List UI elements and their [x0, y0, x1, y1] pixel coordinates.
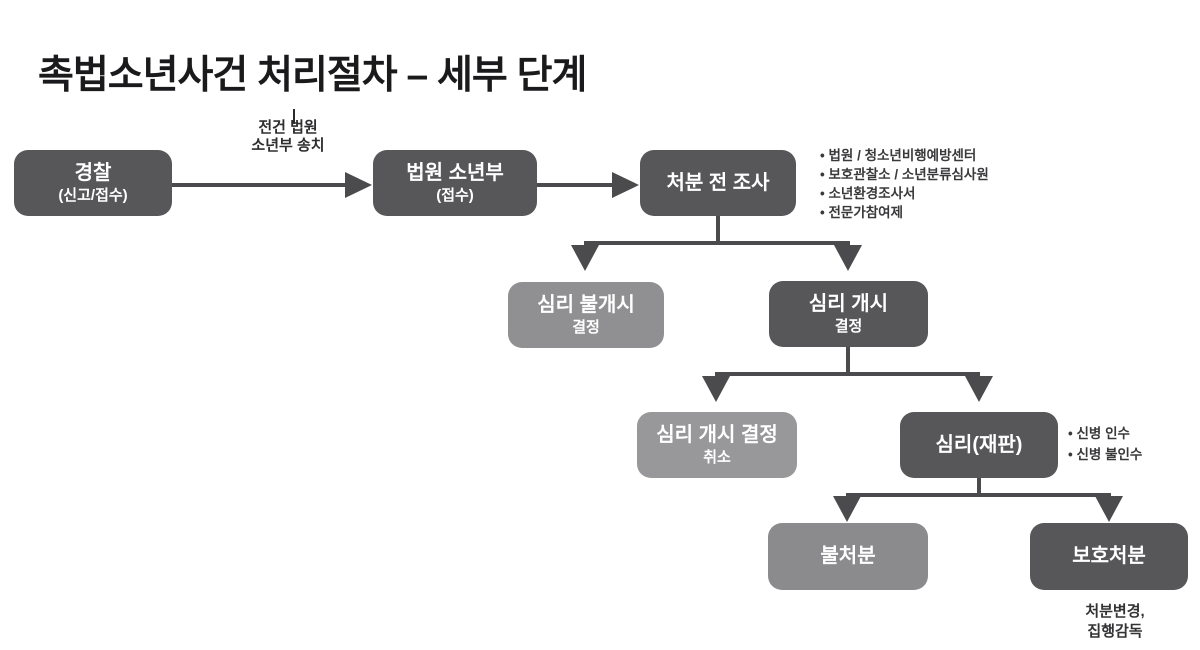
- node-police-title: 경찰: [74, 162, 112, 184]
- trial-note-item: 신병 인수: [1068, 423, 1142, 444]
- protective-note-line1: 처분변경,: [1085, 603, 1145, 620]
- arrow-court-to-investigation-head-icon: [612, 172, 639, 198]
- node-court-title: 법원 소년부: [406, 162, 504, 184]
- node-hearing-open-title: 심리 개시: [808, 293, 889, 315]
- node-hearing-decision-cancel: 심리 개시 결정 취소: [637, 412, 797, 478]
- node-trial: 심리(재판): [900, 412, 1058, 478]
- split2-left-arrowhead-icon: [702, 376, 730, 402]
- split1-left-arrowhead-icon: [571, 245, 599, 271]
- investigation-note-item: 전문가참여제: [820, 203, 989, 222]
- investigation-notes-list: 법원 / 청소년비행예방센터 보호관찰소 / 소년분류심사원 소년환경조사서 전…: [820, 146, 989, 222]
- node-court-juvenile: 법원 소년부 (접수): [373, 150, 537, 216]
- transfer-label: 전건 법원 소년부 송치: [218, 119, 358, 155]
- node-protective-disposition: 보호처분: [1030, 523, 1188, 590]
- node-court-subtitle: (접수): [436, 187, 474, 204]
- node-pre-disposition-investigation: 처분 전 조사: [640, 150, 796, 216]
- node-hearing-open-subtitle: 결정: [834, 318, 863, 335]
- transfer-label-line1: 전건 법원: [258, 119, 318, 136]
- node-hearing-cancel-title: 심리 개시 결정: [656, 424, 778, 446]
- protective-note-line2: 집행감독: [1087, 623, 1143, 640]
- transfer-label-line2: 소년부 송치: [251, 137, 325, 154]
- node-hearing-cancel-subtitle: 취소: [703, 449, 731, 466]
- node-no-disposition: 불처분: [768, 523, 928, 590]
- node-police-subtitle: (신고/접수): [58, 187, 128, 204]
- connector-split2-stem: [846, 347, 850, 375]
- node-hearing-opened: 심리 개시 결정: [769, 281, 928, 347]
- split3-left-arrowhead-icon: [833, 496, 861, 522]
- split1-right-arrowhead-icon: [834, 245, 862, 271]
- node-no-hearing-subtitle: 결정: [572, 319, 600, 336]
- arrow-court-to-investigation-line: [537, 183, 615, 187]
- arrow-police-to-court-head-icon: [345, 172, 372, 198]
- investigation-note-item: 소년환경조사서: [820, 184, 989, 203]
- connector-split3-stem: [977, 478, 981, 496]
- connector-split3-bar: [846, 493, 1111, 497]
- node-trial-title: 심리(재판): [935, 433, 1023, 456]
- page-title: 촉법소년사건 처리절차 – 세부 단계: [38, 54, 587, 97]
- node-hearing-not-opened: 심리 불개시 결정: [508, 282, 664, 348]
- protective-note: 처분변경, 집행감독: [1055, 602, 1175, 642]
- connector-split1-bar: [584, 241, 850, 245]
- node-investigation-title: 처분 전 조사: [666, 171, 770, 194]
- trial-notes-list: 신병 인수 신병 불인수: [1068, 423, 1142, 465]
- node-no-disposition-title: 불처분: [820, 545, 876, 567]
- text-cursor-mark: [293, 109, 295, 124]
- arrow-police-to-court-line: [172, 183, 347, 187]
- split3-right-arrowhead-icon: [1095, 496, 1123, 522]
- split2-right-arrowhead-icon: [965, 376, 993, 402]
- node-protective-title: 보호처분: [1072, 545, 1146, 567]
- node-police: 경찰 (신고/접수): [14, 150, 172, 216]
- connector-split2-bar: [715, 372, 980, 376]
- trial-note-item: 신병 불인수: [1068, 444, 1142, 465]
- investigation-note-item: 보호관찰소 / 소년분류심사원: [820, 165, 988, 184]
- connector-split1-stem: [716, 216, 720, 244]
- node-no-hearing-title: 심리 불개시: [537, 294, 635, 316]
- investigation-note-item: 법원 / 청소년비행예방센터: [820, 146, 989, 165]
